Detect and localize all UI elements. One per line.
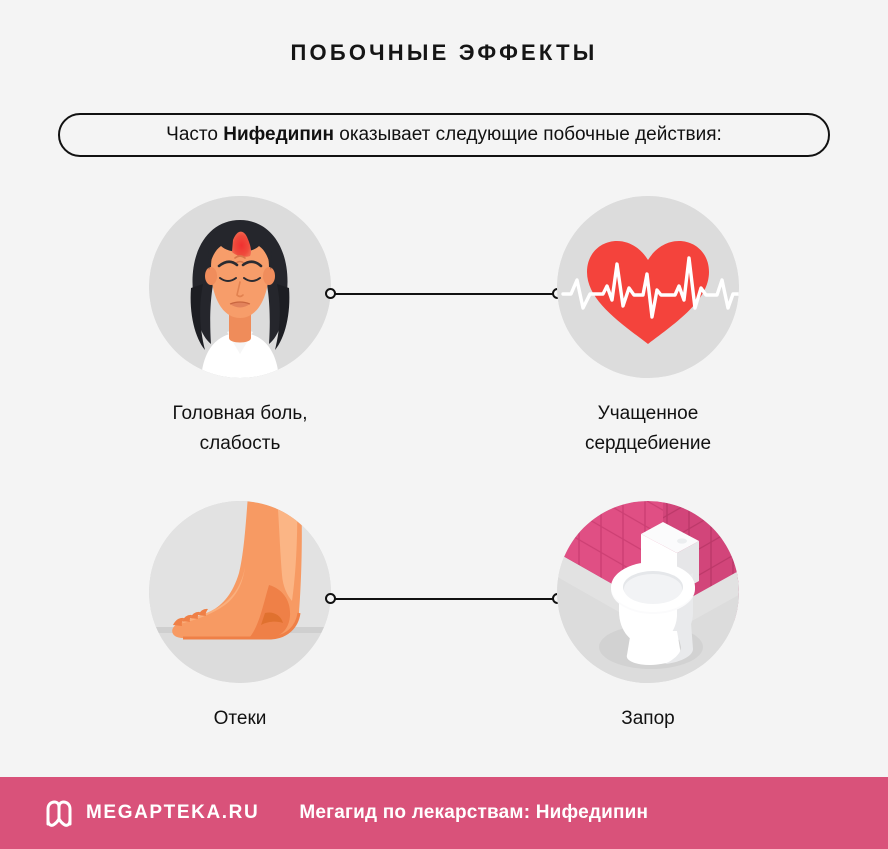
banner-text-before: Часто — [166, 124, 224, 145]
footer-bar: MEGAPTEKA.RU Мегагид по лекарствам: Нифе… — [0, 777, 888, 849]
effect-caption: Учащенное сердцебиение — [584, 403, 712, 454]
effects-row-2: Отеки — [0, 501, 888, 806]
heart-pulse-icon — [557, 196, 739, 378]
banner-pill: Часто Нифедипин оказывает следующие побо… — [58, 113, 830, 157]
swollen-foot-icon — [149, 501, 331, 683]
banner-text: Часто Нифедипин оказывает следующие побо… — [166, 124, 722, 146]
woman-headache-icon — [149, 196, 331, 378]
effect-caption: Запор — [621, 708, 675, 729]
connector-line — [333, 293, 555, 295]
banner-text-after: оказывает следующие побочные действия: — [333, 124, 722, 145]
effect-item-tachycardia: Учащенное сердцебиение — [500, 196, 796, 459]
effects-row-1: Головная боль, слабость — [0, 196, 888, 501]
banner-drug-name: Нифедипин — [223, 124, 334, 145]
page-title: ПОБОЧНЫЕ ЭФФЕКТЫ — [290, 40, 598, 65]
megapteka-m-logo-icon — [44, 798, 74, 828]
footer-brand: MEGAPTEKA.RU — [86, 802, 260, 823]
connector-endpoint-left — [325, 593, 336, 604]
connector-line — [333, 598, 555, 600]
footer-caption: Мегагид по лекарствам: Нифедипин — [299, 802, 649, 823]
effect-item-headache: Головная боль, слабость — [92, 196, 388, 459]
toilet-icon — [557, 501, 739, 683]
effect-item-constipation: Запор — [500, 501, 796, 734]
effect-caption: Отеки — [213, 708, 267, 729]
connector-endpoint-left — [325, 288, 336, 299]
effect-caption: Головная боль, слабость — [172, 403, 308, 454]
effects-grid: Головная боль, слабость — [0, 196, 888, 806]
effect-item-edema: Отеки — [92, 501, 388, 734]
